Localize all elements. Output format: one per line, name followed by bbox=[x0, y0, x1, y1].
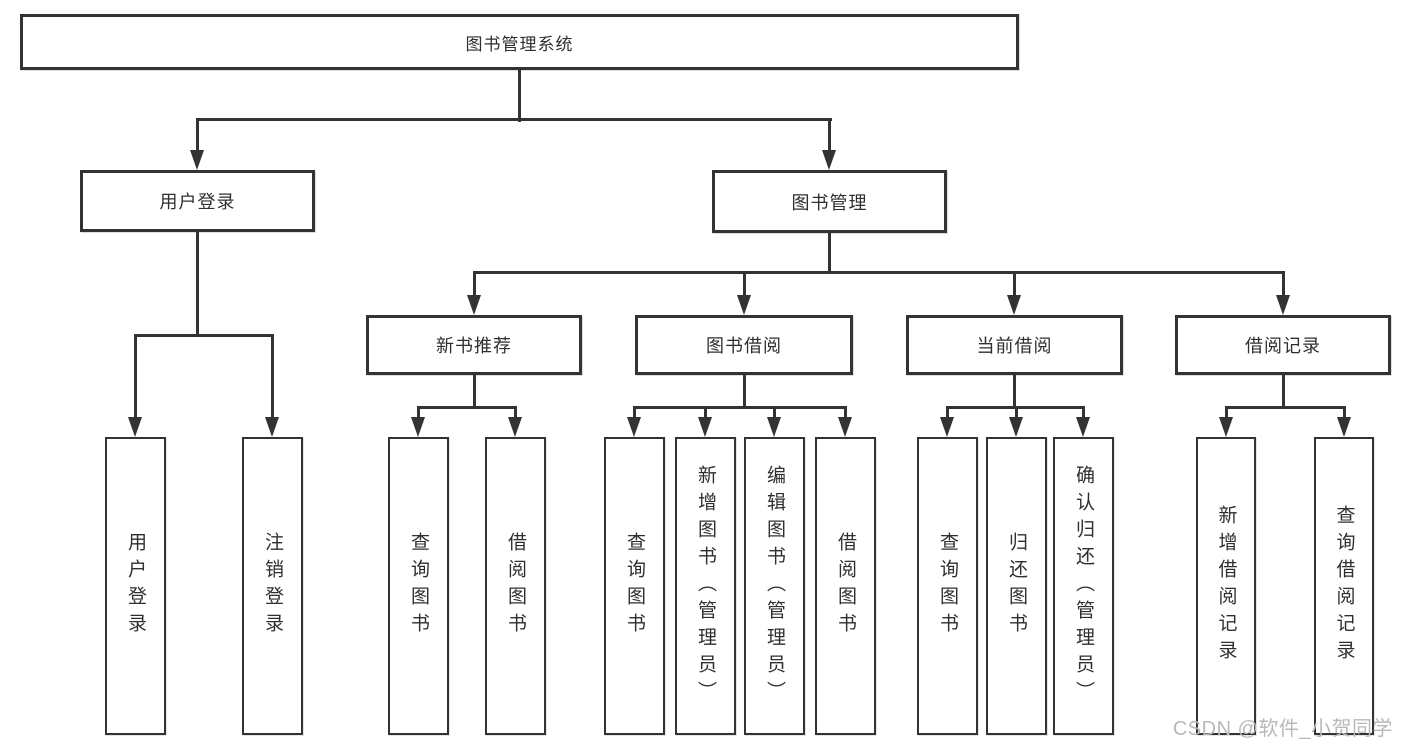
node-current-borrow: 当前借阅 bbox=[906, 315, 1123, 375]
connector-g5-trunk bbox=[1281, 373, 1285, 409]
leaf-borrow-books-2-label: 借阅图书 bbox=[835, 532, 856, 640]
node-book-management-label: 图书管理 bbox=[791, 192, 868, 213]
connector-root-trunk bbox=[518, 67, 521, 122]
node-book-management: 图书管理 bbox=[712, 170, 947, 233]
node-book-borrow-label: 图书借阅 bbox=[706, 336, 782, 356]
leaf-user-login-label: 用户登录 bbox=[125, 532, 146, 640]
connector-drop-book-management bbox=[828, 118, 831, 152]
leaf-query-books-2-label: 查询图书 bbox=[624, 532, 645, 640]
leaf-logout: 注销登录 bbox=[242, 437, 303, 735]
leaf-add-borrow-record: 新增借阅记录 bbox=[1196, 437, 1256, 735]
arrowhead-g5-leaf1 bbox=[1219, 417, 1233, 437]
arrowhead-user-login bbox=[190, 150, 204, 170]
node-borrow-records-label: 借阅记录 bbox=[1245, 336, 1321, 356]
leaf-query-borrow-record: 查询借阅记录 bbox=[1314, 437, 1374, 735]
leaf-edit-book-admin: 编辑图书（管理员） bbox=[744, 437, 805, 735]
connector-g2-drop1 bbox=[417, 406, 420, 419]
leaf-query-books-2: 查询图书 bbox=[604, 437, 665, 735]
leaf-add-book-admin-label: 新增图书（管理员） bbox=[695, 464, 716, 708]
leaf-return-book: 归还图书 bbox=[986, 437, 1047, 735]
node-book-borrow: 图书借阅 bbox=[635, 315, 853, 375]
connector-g5-drop2 bbox=[1343, 406, 1346, 419]
arrowhead-g3-leaf1 bbox=[627, 417, 641, 437]
node-new-book-recommend: 新书推荐 bbox=[366, 315, 582, 375]
arrowhead-new-book bbox=[466, 295, 481, 315]
connector-g4-trunk bbox=[1013, 373, 1016, 409]
connector-drop-user-login bbox=[196, 118, 199, 152]
connector-g5-bar bbox=[1225, 406, 1346, 409]
arrowhead-leaf-logout bbox=[265, 417, 279, 437]
leaf-logout-label: 注销登录 bbox=[262, 532, 283, 640]
connector-bookmgmt-trunk bbox=[828, 231, 831, 274]
arrowhead-leaf-login bbox=[128, 417, 142, 437]
leaf-query-books-3-label: 查询图书 bbox=[937, 532, 958, 640]
connector-g3-drop2 bbox=[704, 406, 707, 419]
connector-g5-drop1 bbox=[1225, 406, 1228, 419]
connector-g3-drop3 bbox=[773, 406, 776, 419]
leaf-borrow-books-1-label: 借阅图书 bbox=[505, 532, 526, 640]
connector-drop-current-borrow bbox=[1013, 271, 1016, 297]
arrowhead-current-borrow bbox=[1007, 295, 1021, 315]
connector-g4-drop3 bbox=[1082, 406, 1085, 419]
arrowhead-g5-leaf2 bbox=[1337, 417, 1351, 437]
connector-drop-leaf-login bbox=[134, 334, 137, 419]
arrowhead-book-management bbox=[822, 150, 836, 170]
arrowhead-g3-leaf2 bbox=[698, 417, 712, 437]
arrowhead-book-borrow bbox=[736, 295, 751, 315]
leaf-add-borrow-record-label: 新增借阅记录 bbox=[1215, 505, 1237, 667]
leaf-add-book-admin: 新增图书（管理员） bbox=[675, 437, 736, 735]
connector-g4-drop2 bbox=[1015, 406, 1018, 419]
watermark: CSDN @软件_小贺同学 bbox=[1172, 718, 1393, 740]
arrowhead-g2-leaf2 bbox=[508, 417, 522, 437]
connector-drop-leaf-logout bbox=[271, 334, 274, 419]
arrowhead-g2-leaf1 bbox=[411, 417, 425, 437]
arrowhead-borrow-records bbox=[1275, 295, 1290, 315]
leaf-edit-book-admin-label: 编辑图书（管理员） bbox=[764, 464, 785, 708]
connector-g4-drop1 bbox=[946, 406, 949, 419]
leaf-query-books-1: 查询图书 bbox=[388, 437, 449, 735]
connector-level3-bar bbox=[472, 271, 1285, 274]
node-root: 图书管理系统 bbox=[20, 14, 1019, 70]
leaf-return-book-label: 归还图书 bbox=[1006, 532, 1027, 640]
node-user-login-label: 用户登录 bbox=[159, 192, 236, 212]
node-new-book-recommend-label: 新书推荐 bbox=[436, 336, 512, 356]
connector-drop-book-borrow bbox=[742, 271, 746, 297]
connector-g3-drop1 bbox=[633, 406, 636, 419]
connector-g3-drop4 bbox=[844, 406, 847, 419]
leaf-query-books-3: 查询图书 bbox=[917, 437, 978, 735]
node-user-login: 用户登录 bbox=[80, 170, 315, 232]
arrowhead-g3-leaf4 bbox=[838, 417, 852, 437]
leaf-borrow-books-2: 借阅图书 bbox=[815, 437, 876, 735]
connector-userlogin-bar bbox=[134, 334, 274, 337]
arrowhead-g4-leaf2 bbox=[1009, 417, 1023, 437]
connector-g3-trunk bbox=[742, 373, 746, 409]
connector-g3-bar bbox=[633, 406, 847, 409]
leaf-user-login: 用户登录 bbox=[105, 437, 166, 735]
leaf-query-books-1-label: 查询图书 bbox=[408, 532, 429, 640]
node-root-label: 图书管理系统 bbox=[465, 34, 574, 54]
arrowhead-g4-leaf1 bbox=[940, 417, 954, 437]
leaf-query-borrow-record-label: 查询借阅记录 bbox=[1333, 505, 1355, 667]
connector-g2-drop2 bbox=[514, 406, 517, 419]
leaf-borrow-books-1: 借阅图书 bbox=[485, 437, 546, 735]
node-current-borrow-label: 当前借阅 bbox=[976, 336, 1053, 356]
connector-drop-new-book bbox=[472, 271, 476, 297]
connector-g2-trunk bbox=[472, 373, 476, 409]
arrowhead-g3-leaf3 bbox=[767, 417, 781, 437]
leaf-confirm-return-admin: 确认归还（管理员） bbox=[1053, 437, 1114, 735]
connector-level2-bar bbox=[196, 118, 832, 121]
connector-g2-bar bbox=[417, 406, 517, 409]
node-borrow-records: 借阅记录 bbox=[1175, 315, 1391, 375]
leaf-confirm-return-admin-label: 确认归还（管理员） bbox=[1073, 464, 1094, 708]
connector-userlogin-trunk bbox=[196, 230, 199, 337]
arrowhead-g4-leaf3 bbox=[1076, 417, 1090, 437]
connector-drop-borrow-records bbox=[1281, 271, 1285, 297]
